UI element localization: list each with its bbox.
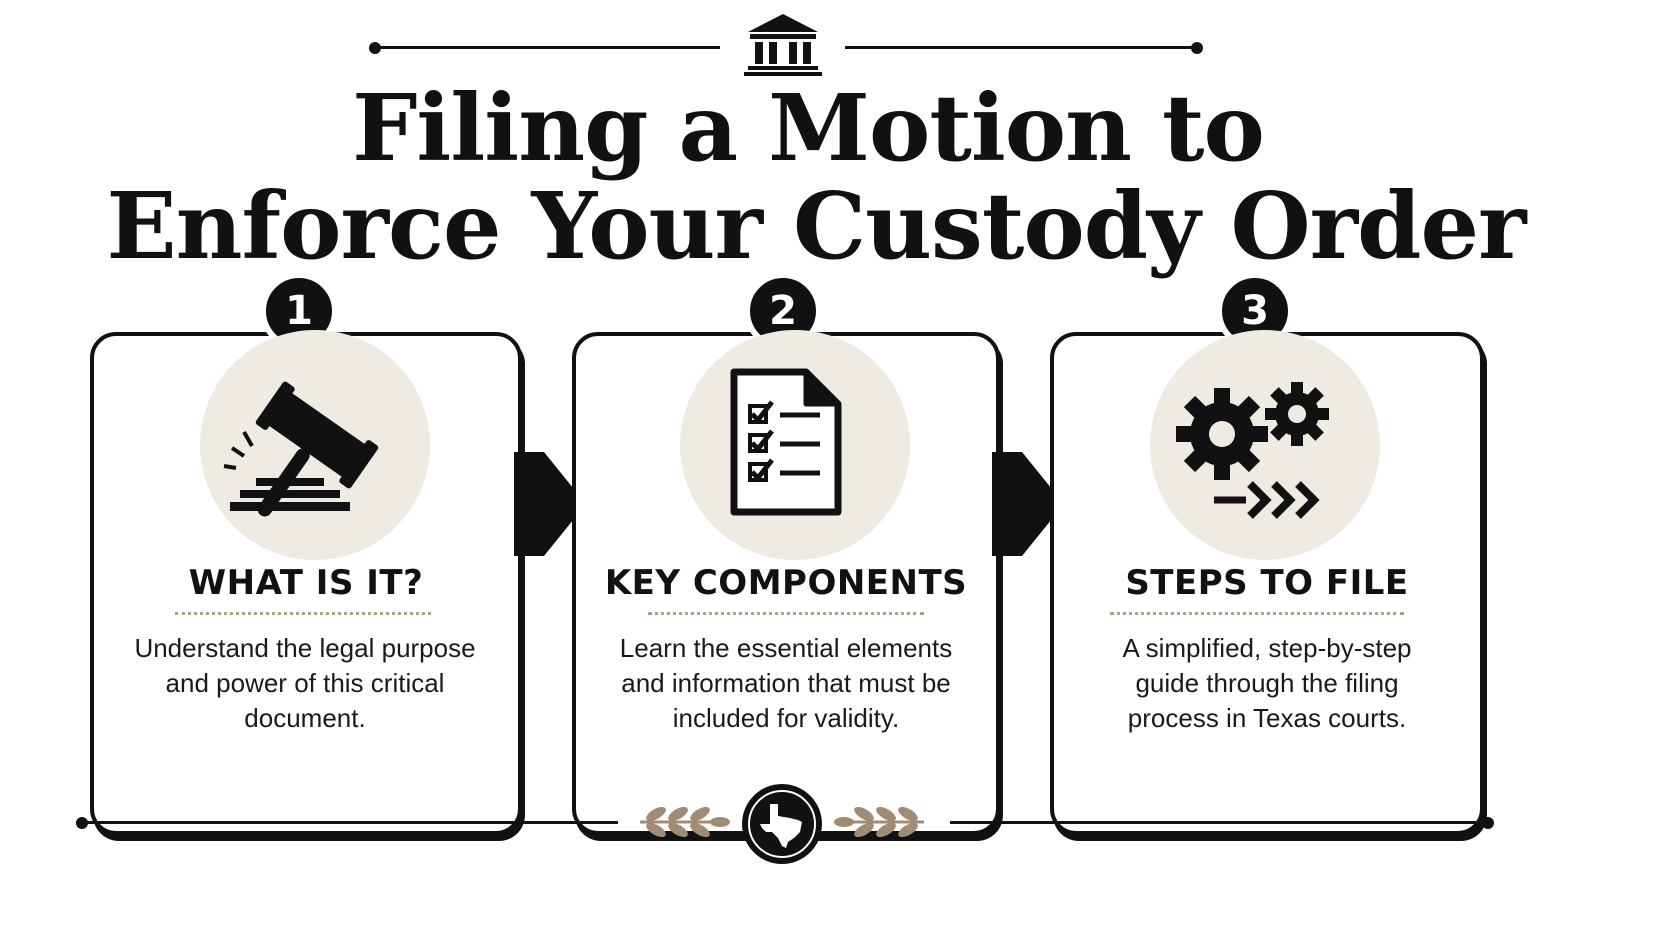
step-description-2-line-2: and information that must be bbox=[621, 668, 951, 698]
step-description-3: A simplified, step-by-step guide through… bbox=[1058, 631, 1476, 736]
step-divider-2 bbox=[648, 612, 924, 615]
courthouse-icon bbox=[744, 14, 822, 76]
step-description-3-line-1: A simplified, step-by-step bbox=[1122, 633, 1412, 663]
step-heading-1: WHAT IS IT? bbox=[188, 563, 424, 603]
header-rule-right bbox=[845, 46, 1197, 49]
footer-rule-right bbox=[950, 821, 1488, 824]
step-description-1: Understand the legal purpose and power o… bbox=[100, 631, 510, 736]
step-description-2: Learn the essential elements and informa… bbox=[580, 631, 992, 736]
footer-rule-right-dot bbox=[1482, 817, 1494, 829]
step-description-3-line-2: guide through the filing bbox=[1135, 668, 1399, 698]
laurel-branch-right-icon bbox=[834, 807, 924, 837]
checklist-document-icon bbox=[730, 368, 842, 516]
page-title-line-2: Enforce Your Custody Order bbox=[106, 172, 1527, 280]
step-description-3-line-3: process in Texas courts. bbox=[1127, 703, 1407, 733]
step-icon-circle-3 bbox=[1150, 330, 1380, 560]
footer-rule-left bbox=[82, 821, 618, 824]
gears-icon bbox=[1176, 382, 1329, 519]
header-rule-right-dot bbox=[1191, 42, 1203, 54]
step-description-1-line-2: and power of this critical bbox=[165, 668, 445, 698]
step-heading-3: STEPS TO FILE bbox=[1125, 563, 1409, 603]
step-description-2-line-1: Learn the essential elements bbox=[619, 633, 953, 663]
step-description-1-line-1: Understand the legal purpose bbox=[134, 633, 476, 663]
step-heading-2: KEY COMPONENTS bbox=[604, 563, 968, 603]
page-title-line-1: Filing a Motion to bbox=[352, 74, 1265, 182]
step-divider-3 bbox=[1110, 612, 1404, 615]
flow-arrow-1 bbox=[514, 452, 586, 556]
gavel-icon bbox=[223, 381, 379, 517]
step-divider-1 bbox=[175, 612, 431, 615]
texas-state-icon bbox=[742, 784, 822, 864]
header-rule-left bbox=[375, 46, 720, 49]
flow-arrow-2 bbox=[992, 452, 1064, 556]
laurel-branch-icon bbox=[640, 807, 730, 837]
step-description-2-line-3: included for validity. bbox=[672, 703, 900, 733]
step-description-1-line-3: document. bbox=[244, 703, 366, 733]
